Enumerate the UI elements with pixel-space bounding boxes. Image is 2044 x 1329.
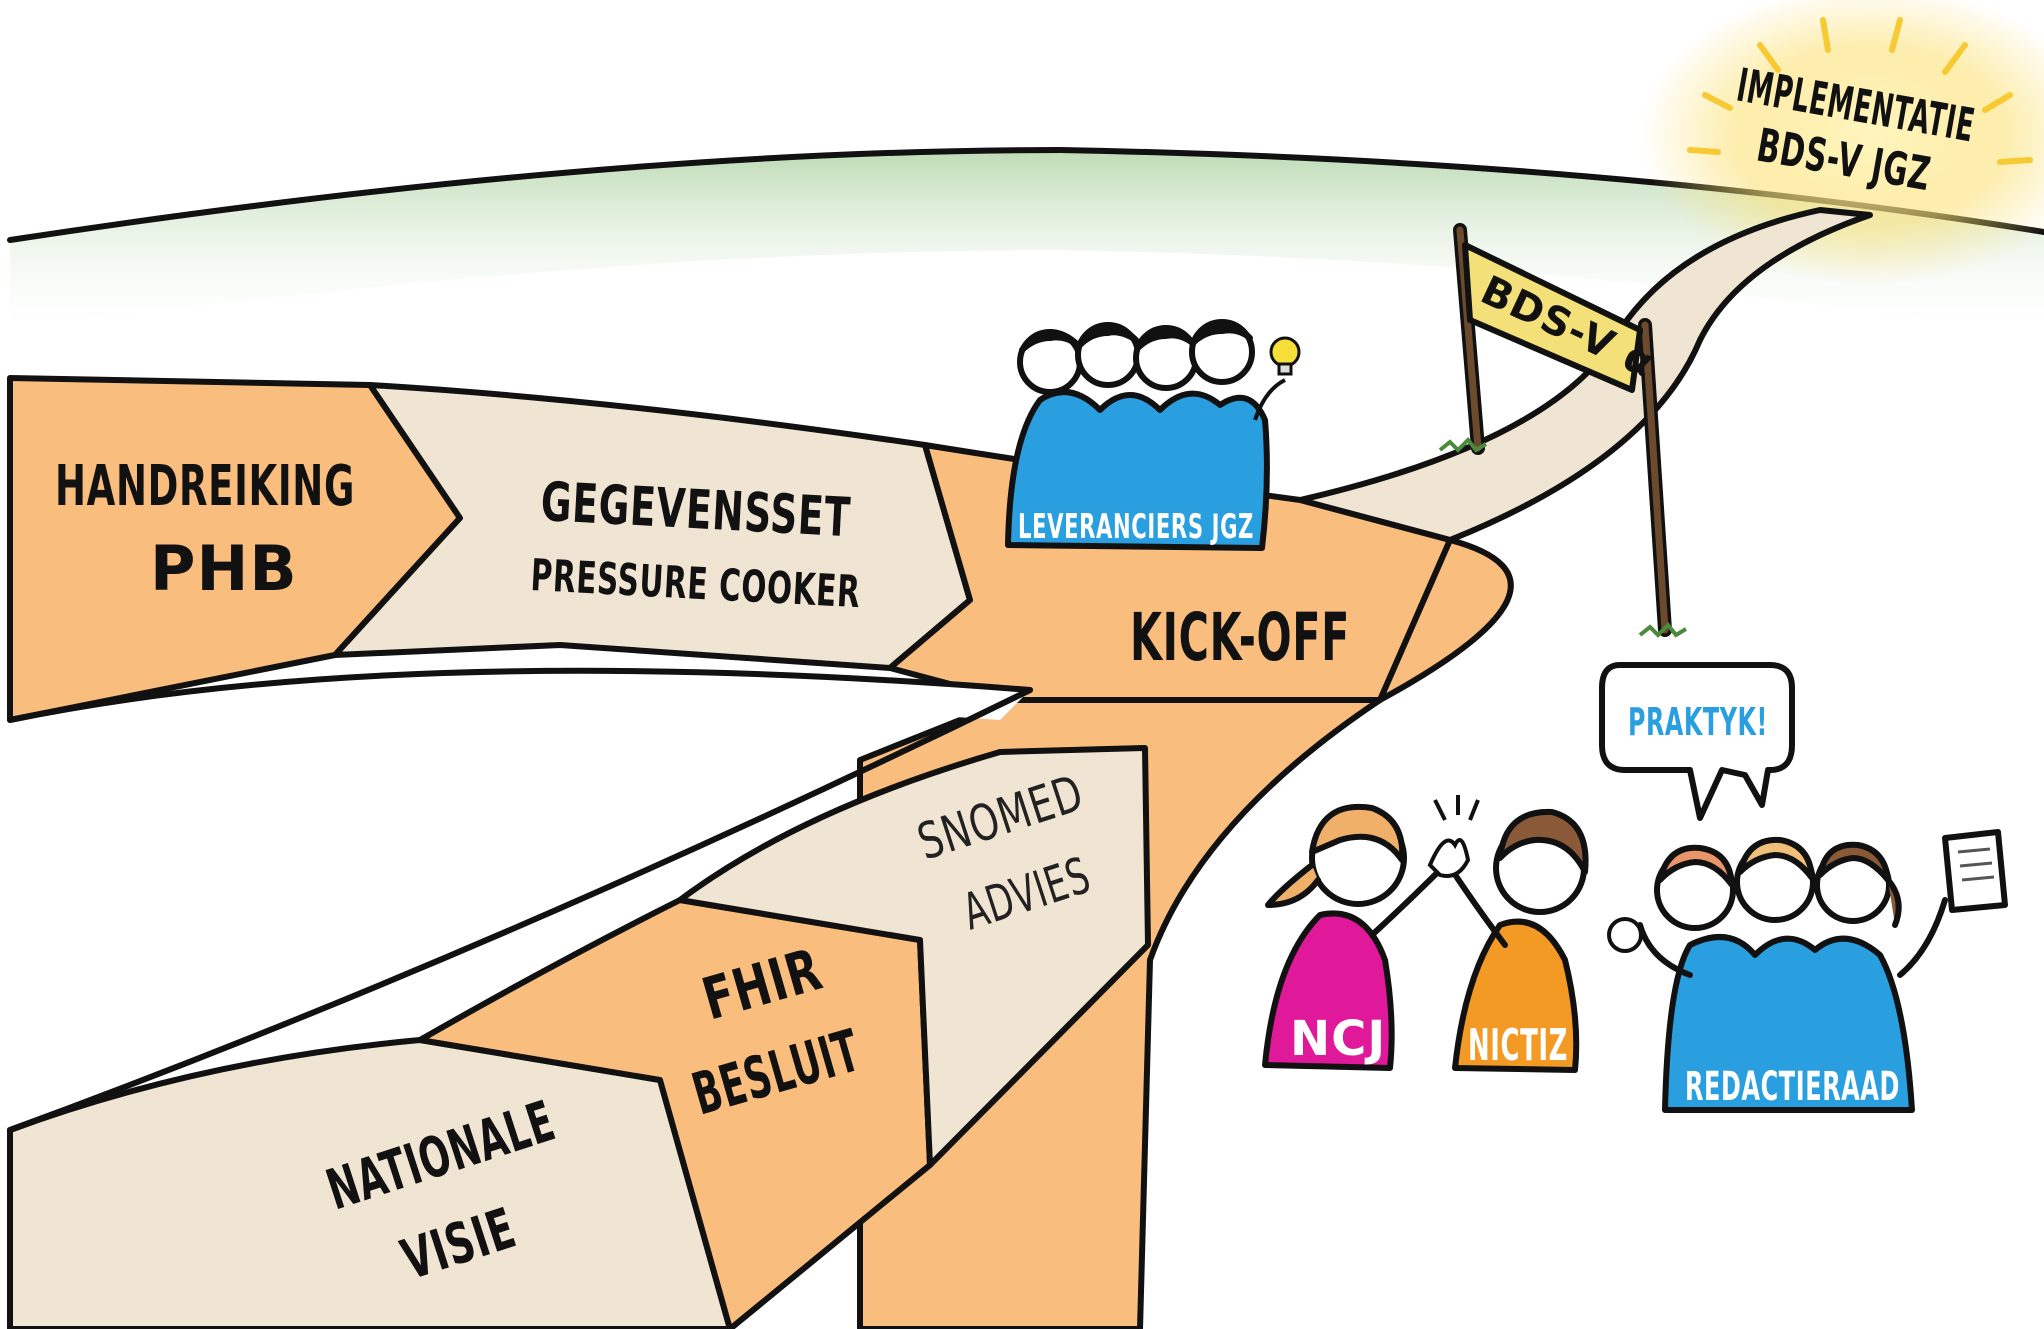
sun-icon bbox=[1640, 0, 2044, 285]
label-handreiking-2: PHB bbox=[150, 532, 298, 605]
nictiz-label: NICTIZ bbox=[1468, 1020, 1568, 1071]
group-leveranciers: LEVERANCIERS JGZ bbox=[1005, 319, 1301, 551]
high-five-icon bbox=[1427, 795, 1480, 878]
label-kickoff: KICK-OFF bbox=[1130, 599, 1350, 676]
redactieraad-label: REDACTIERAAD bbox=[1685, 1064, 1900, 1110]
document-icon bbox=[1942, 829, 2008, 913]
nictiz-body bbox=[1452, 918, 1580, 1073]
ncj-label: NCJ bbox=[1290, 1011, 1386, 1067]
speech-text: PRAKTYK! bbox=[1628, 700, 1768, 744]
lightbulb-icon bbox=[1253, 336, 1301, 421]
person-nictiz: NICTIZ bbox=[1427, 795, 1589, 1073]
label-handreiking-1: HANDREIKING bbox=[55, 454, 355, 519]
leveranciers-label: LEVERANCIERS JGZ bbox=[1018, 507, 1254, 547]
redactieraad-body bbox=[1662, 934, 1915, 1113]
person-ncj: NCJ bbox=[1262, 804, 1448, 1071]
leveranciers-body bbox=[1005, 389, 1270, 551]
speech-bubble: PRAKTYK! bbox=[1599, 662, 1795, 821]
ncj-body bbox=[1262, 910, 1395, 1071]
leveranciers-heads bbox=[1017, 319, 1255, 395]
lower-branch bbox=[7, 687, 1151, 1329]
arrow-snomed bbox=[677, 745, 1151, 1168]
group-redactieraad: REDACTIERAAD bbox=[1607, 829, 2008, 1113]
